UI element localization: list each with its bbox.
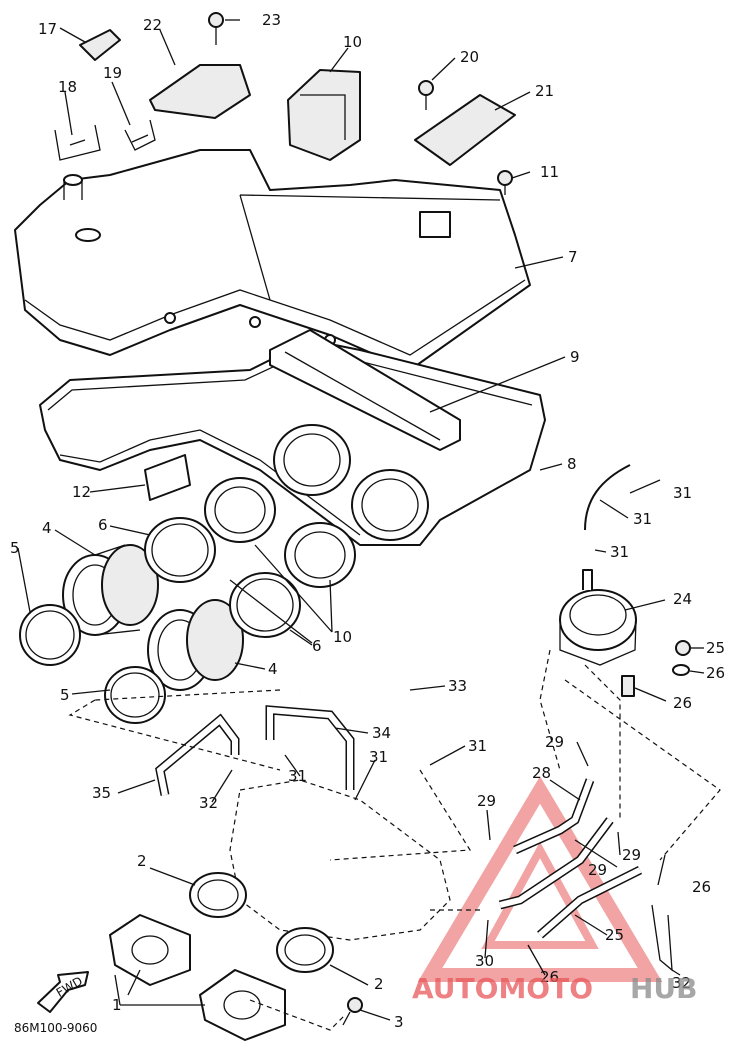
callout-7: 7 (568, 248, 578, 266)
callout-26b: 26 (540, 968, 559, 986)
clamp-6-lower (229, 572, 301, 638)
callout-31c: 31 (468, 737, 487, 755)
hose-34 (265, 705, 355, 790)
manifold-1-lower (199, 969, 286, 1041)
callout-27: 28 (532, 764, 551, 782)
callout-29d: 30 (475, 952, 494, 970)
callout-31f: 32 (199, 794, 218, 812)
callout-2a: 2 (137, 852, 147, 870)
callout-22: 25 (706, 639, 725, 657)
hose-25 (537, 865, 643, 939)
drawing-code: 86M100-9060 (14, 1021, 97, 1035)
callout-13: 12 (72, 483, 91, 501)
filter-case-body (39, 339, 546, 546)
callout-33: 33 (448, 677, 467, 695)
callout-29c: 29 (622, 846, 641, 864)
cap-22 (675, 640, 691, 656)
callout-1: 1 (112, 996, 122, 1014)
callout-6b: 6 (312, 637, 322, 655)
clamp-5-upper (19, 604, 81, 666)
clamp-2-upper (189, 872, 247, 918)
callout-10-label: 10 (333, 628, 352, 646)
callout-15: 18 (58, 78, 77, 96)
callout-12: 11 (540, 163, 559, 181)
callout-34: 34 (372, 724, 391, 742)
joint-4-upper (62, 544, 159, 636)
callout-24: 26 (673, 694, 692, 712)
callout-9: 9 (570, 348, 580, 366)
joint-4-lower (147, 599, 244, 691)
callout-29b: 29 (477, 792, 496, 810)
callout-19: 22 (143, 16, 162, 34)
callout-14: 17 (38, 20, 57, 38)
callout-2b: 2 (374, 975, 384, 993)
leader-lines (17, 19, 721, 1031)
callout-30: 31 (633, 510, 652, 528)
callout-28: 29 (588, 861, 607, 879)
carburetor-phantom (229, 779, 451, 941)
clip-32 (651, 904, 673, 972)
watermark-red-text: AUTOMOTO (412, 972, 593, 1005)
callout-31e: 31 (288, 767, 307, 785)
hose-33 (299, 687, 428, 760)
clip-14 (79, 29, 121, 61)
callout-labels: 17 22 23 10 20 21 18 19 11 7 9 8 12 4 6 … (10, 11, 725, 1031)
callout-3: 3 (394, 1013, 404, 1031)
callout-5a: 5 (10, 539, 20, 557)
bracket-18 (414, 94, 516, 166)
callout-6a: 6 (98, 516, 108, 534)
callout-26-top: 26 (692, 878, 711, 896)
callout-4a: 4 (42, 519, 52, 537)
callout-25-label: 25 (605, 926, 624, 944)
clamp-2-lower (276, 927, 334, 973)
filter-case-cover (14, 149, 531, 379)
callout-31d: 31 (369, 748, 388, 766)
screw-17 (418, 80, 434, 110)
callout-8: 8 (567, 455, 577, 473)
bolt-3 (342, 997, 363, 1026)
fwd-arrow-icon: FWD (37, 971, 89, 1013)
filter-element-9 (269, 329, 461, 451)
spacer-24 (621, 675, 635, 697)
funnel-10-lower (284, 522, 356, 588)
pump-21 (559, 569, 637, 666)
watermark-gray-text: HUB (630, 972, 698, 1005)
hose-30 (584, 464, 631, 531)
clamp-6-upper (144, 517, 216, 583)
callout-16: 19 (103, 64, 122, 82)
plate-13 (144, 454, 191, 501)
callout-18: 21 (535, 82, 554, 100)
funnel-10-upper (204, 477, 276, 543)
callout-21: 24 (673, 590, 692, 608)
callout-4b: 4 (268, 660, 278, 678)
callout-31a: 31 (673, 484, 692, 502)
callout-29a: 29 (545, 733, 564, 751)
clamp-5-lower (104, 666, 166, 724)
callout-35: 35 (92, 784, 111, 802)
callout-17: 20 (460, 48, 479, 66)
callout-20: 23 (262, 11, 281, 29)
callout-31b: 31 (610, 543, 629, 561)
callout-23: 26 (706, 664, 725, 682)
washer-23 (672, 664, 690, 676)
clip-15 (54, 124, 101, 161)
callout-11: 10 (343, 33, 362, 51)
screw-20 (208, 12, 224, 45)
bracket-19 (149, 64, 251, 119)
screw-12 (497, 170, 513, 195)
hose-27 (513, 778, 595, 855)
hose-28 (498, 817, 614, 910)
clip-16 (124, 119, 156, 151)
manifold-1-upper (109, 914, 191, 986)
air-duct-11 (287, 69, 361, 161)
hose-35 (155, 713, 240, 796)
watermark: AUTOMOTO HUB (412, 972, 698, 1005)
callout-32-label: 32 (672, 974, 691, 992)
callout-5b: 5 (60, 686, 70, 704)
